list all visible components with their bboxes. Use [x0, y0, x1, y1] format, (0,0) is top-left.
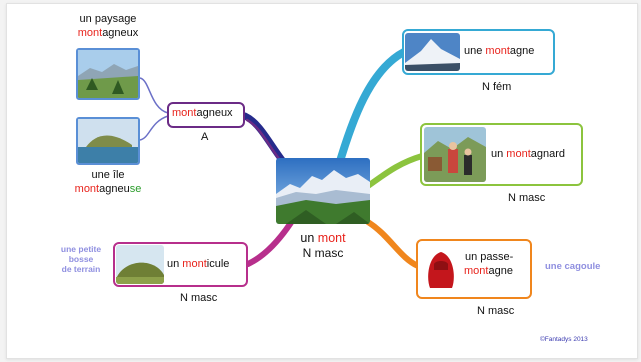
node-montagnard-prefix: un	[491, 148, 507, 160]
montagne-photo	[405, 33, 460, 71]
node-monticule-category: N masc	[180, 292, 218, 304]
center-word: un mont	[276, 231, 370, 245]
branch-to-montagne	[334, 48, 408, 172]
node-monticule-word: un monticule	[167, 258, 229, 270]
ile-word: montagneuse	[60, 183, 156, 195]
node-passe-line1: un passe-	[465, 251, 514, 263]
node-montagnard-root: mont	[506, 148, 531, 160]
node-montagneux-word: montagneux	[172, 107, 233, 119]
node-passe-word: montagne	[464, 265, 513, 277]
center-category: N masc	[302, 246, 344, 260]
monticule-photo	[116, 245, 164, 284]
node-montagnard-word: un montagnard	[491, 148, 565, 160]
monticule-note-line3: de terrain	[61, 264, 101, 274]
ile-rest: agneu	[99, 183, 130, 195]
paysage-word: montagneux	[60, 27, 156, 39]
node-montagne-root: mont	[485, 45, 510, 57]
sub-branch-ile	[139, 115, 169, 141]
passe-montagne-photo	[422, 248, 460, 290]
monticule-note-line2: bosse	[68, 254, 94, 264]
node-montagneux-category: A	[201, 131, 209, 143]
branch-to-passe-montagne	[365, 219, 421, 269]
paysage-rest: agneux	[102, 27, 139, 39]
center-mountain-photo	[276, 158, 370, 224]
sub-branch-paysage	[139, 77, 169, 114]
paysage-line1: un paysage	[79, 13, 137, 25]
branch-to-montagnard	[365, 153, 425, 189]
node-montagne-prefix: une	[464, 45, 486, 57]
ile-root: mont	[74, 183, 100, 195]
node-montagne-rest: agne	[509, 45, 535, 57]
node-passe-note: une cagoule	[545, 261, 601, 272]
copyright: ©Fantadys 2013	[540, 336, 588, 343]
node-monticule-rest: icule	[206, 258, 230, 270]
node-passe-rest: agne	[488, 265, 513, 277]
node-montagneux-root: mont	[172, 107, 197, 119]
ile-line1: une île	[91, 169, 125, 181]
node-montagne-word: une montagne	[464, 45, 534, 57]
node-passe-category: N masc	[477, 305, 515, 317]
ile-ending: se	[129, 183, 142, 195]
montagnard-photo	[424, 127, 486, 182]
node-passe-root: mont	[464, 265, 489, 277]
node-montagne-category: N fém	[482, 81, 512, 93]
paysage-root: mont	[77, 27, 103, 39]
node-monticule-prefix: un	[167, 258, 183, 270]
center-word-prefix: un	[300, 231, 318, 245]
monticule-note-line1: une petite	[60, 244, 102, 254]
node-montagnard-category: N masc	[508, 192, 546, 204]
paysage-photo	[76, 48, 140, 100]
ile-photo	[76, 117, 140, 165]
node-montagnard-rest: agnard	[530, 148, 566, 160]
center-word-root: mont	[317, 231, 346, 245]
node-montagneux-rest: agneux	[196, 107, 233, 119]
node-montagneux	[167, 102, 245, 128]
node-monticule-note: une petite bosse de terrain	[48, 244, 114, 274]
node-monticule-root: mont	[182, 258, 207, 270]
